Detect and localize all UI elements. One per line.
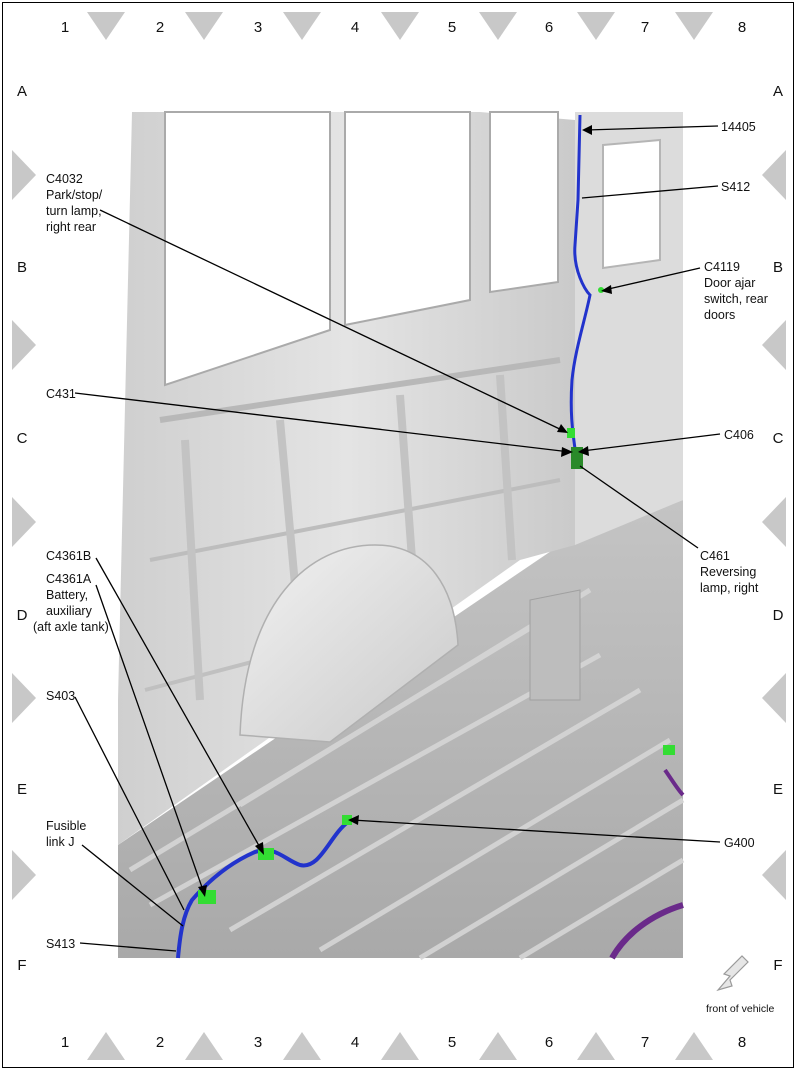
grid-row-b: B: [773, 259, 783, 276]
grid-row-a: A: [17, 83, 27, 100]
label-s413: S413: [46, 937, 75, 951]
grid-col-8: 8: [738, 19, 746, 36]
label-c4361b: C4361B: [46, 549, 91, 563]
grid-row-a: A: [773, 83, 783, 100]
label-g400: G400: [724, 836, 755, 850]
label-s403: S403: [46, 689, 75, 703]
label-c4119-desc-2: switch, rear: [704, 292, 768, 306]
van-interior-illustration: [118, 111, 685, 961]
label-c4032: C4032: [46, 172, 83, 186]
label-c4032-desc-1: Park/stop/: [46, 188, 103, 202]
label-c4361a-desc-1: Battery,: [46, 588, 88, 602]
connector-c4119: [598, 287, 604, 293]
front-of-vehicle-indicator: front of vehicle: [706, 955, 774, 1015]
grid-row-e: E: [17, 781, 27, 798]
grid-col-5: 5: [448, 19, 456, 36]
label-c4361a-desc-2: auxiliary: [46, 604, 93, 618]
label-c4032-desc-3: right rear: [46, 220, 96, 234]
label-c461-desc-1: Reversing: [700, 565, 756, 579]
grid-col-4: 4: [351, 1034, 359, 1051]
grid-row-labels-right: A B C D E F: [773, 83, 784, 974]
label-c4032-desc-2: turn lamp,: [46, 204, 102, 218]
grid-row-c: C: [17, 430, 28, 447]
label-c461-desc-2: lamp, right: [700, 581, 759, 595]
grid-row-f: F: [773, 957, 782, 974]
label-s412: S412: [721, 180, 750, 194]
grid-row-c: C: [773, 430, 784, 447]
grid-column-labels-top: 1 2 3 4 5 6 7 8: [61, 19, 746, 36]
leader-lines: [74, 125, 721, 952]
label-c4119: C4119: [704, 260, 740, 274]
grid-col-7: 7: [641, 1034, 649, 1051]
grid-col-4: 4: [351, 19, 359, 36]
label-c431: C431: [46, 387, 76, 401]
grid-row-f: F: [17, 957, 26, 974]
ground-g400: [342, 815, 352, 825]
grid-col-2: 2: [156, 19, 164, 36]
label-14405: 14405: [721, 120, 756, 134]
grid-col-8: 8: [738, 1034, 746, 1051]
callout-labels: 14405 S412 C4032 Park/stop/ turn lamp, r…: [33, 120, 768, 951]
connector-c4361a: [198, 890, 216, 904]
grid-row-d: D: [17, 607, 28, 624]
grid-col-2: 2: [156, 1034, 164, 1051]
grid-col-3: 3: [254, 19, 262, 36]
grid-col-1: 1: [61, 19, 69, 36]
arrow-down-left-icon: [716, 955, 749, 992]
grid-column-labels-bottom: 1 2 3 4 5 6 7 8: [61, 1034, 746, 1051]
grid-col-6: 6: [545, 19, 553, 36]
connector-c4032: [567, 428, 575, 438]
label-c4361a-desc-3: (aft axle tank): [33, 620, 109, 634]
wiring-harness: [176, 114, 604, 959]
grid-col-3: 3: [254, 1034, 262, 1051]
grid-row-b: B: [17, 259, 27, 276]
grid-row-d: D: [773, 607, 784, 624]
label-fusible-link: Fusible: [46, 819, 86, 833]
grid-col-6: 6: [545, 1034, 553, 1051]
grid-markers: [12, 12, 786, 1060]
front-of-vehicle-label: front of vehicle: [706, 1003, 774, 1015]
label-fusible-link-j: link J: [46, 835, 74, 849]
label-c461: C461: [700, 549, 730, 563]
grid-col-5: 5: [448, 1034, 456, 1051]
grid-col-1: 1: [61, 1034, 69, 1051]
label-c406: C406: [724, 428, 754, 442]
label-c4361a: C4361A: [46, 572, 92, 586]
grid-col-7: 7: [641, 19, 649, 36]
grid-row-labels-left: A B C D E F: [17, 83, 28, 974]
label-c4119-desc-1: Door ajar: [704, 276, 755, 290]
label-c4119-desc-3: doors: [704, 308, 735, 322]
grid-row-e: E: [773, 781, 783, 798]
